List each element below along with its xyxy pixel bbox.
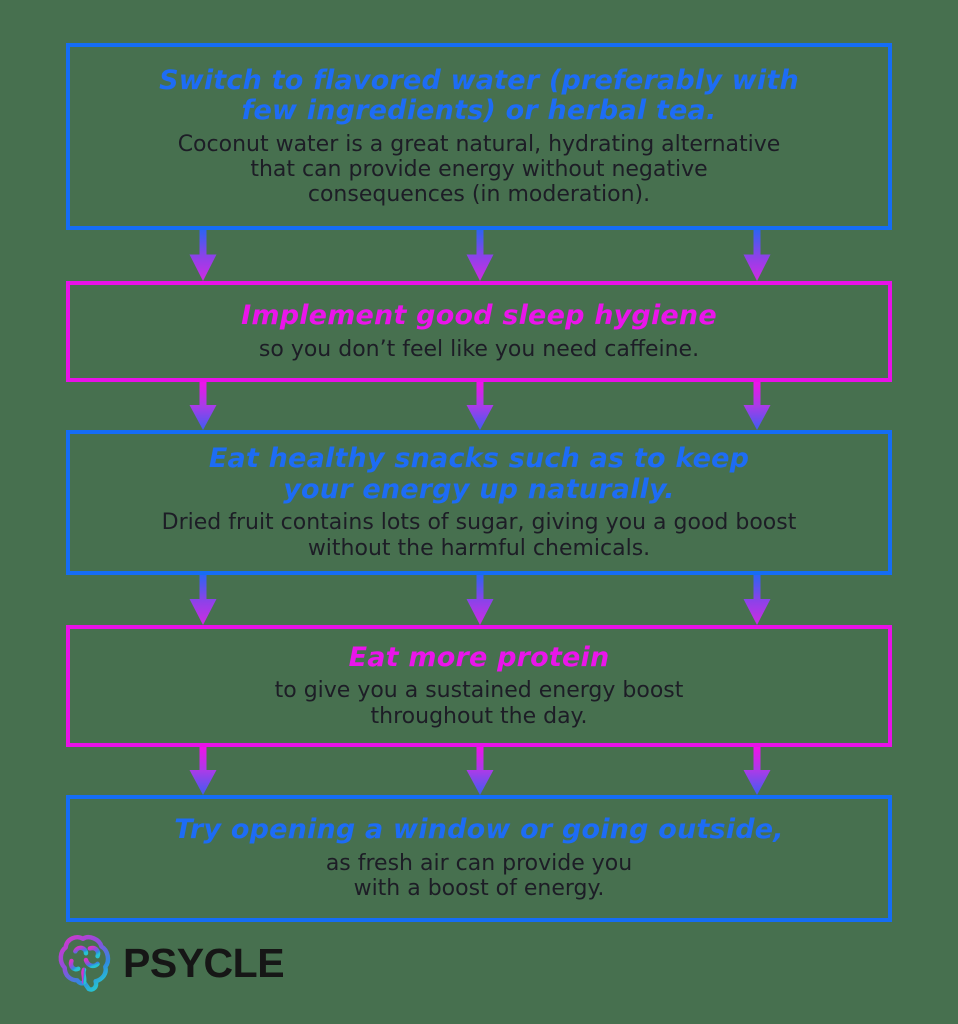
step-4-body: to give you a sustained energy boost thr… (274, 678, 684, 729)
logo-text: PSYCLE (123, 939, 285, 986)
down-arrow-icon (465, 230, 495, 281)
step-2-heading: Implement good sleep hygiene (241, 300, 717, 332)
down-arrow-icon (188, 230, 218, 281)
down-arrow-icon (188, 747, 218, 795)
step-4-heading: Eat more protein (348, 641, 610, 673)
arrow-row-3 (66, 575, 892, 625)
step-box-1: Switch to flavored water (preferably wit… (66, 43, 892, 230)
step-1-heading: Switch to flavored water (preferably wit… (159, 64, 799, 127)
step-2-body: so you don’t feel like you need caffeine… (258, 336, 700, 362)
step-box-3: Eat healthy snacks such as to keep your … (66, 430, 892, 575)
psycle-logo: PSYCLE (56, 932, 285, 994)
down-arrow-icon (742, 747, 772, 795)
down-arrow-icon (188, 382, 218, 430)
step-3-body: Dried fruit contains lots of sugar, givi… (161, 510, 797, 561)
down-arrow-icon (742, 230, 772, 281)
brain-gradient-icon (56, 932, 114, 994)
down-arrow-icon (465, 382, 495, 430)
down-arrow-icon (188, 575, 218, 625)
step-box-4: Eat more protein to give you a sustained… (66, 625, 892, 747)
down-arrow-icon (465, 747, 495, 795)
arrow-row-2 (66, 382, 892, 430)
step-3-heading: Eat healthy snacks such as to keep your … (208, 443, 750, 505)
step-box-5: Try opening a window or going outside, a… (66, 795, 892, 922)
arrow-row-1 (66, 230, 892, 281)
down-arrow-icon (742, 575, 772, 625)
down-arrow-icon (742, 382, 772, 430)
arrow-row-4 (66, 747, 892, 795)
step-5-body: as fresh air can provide you with a boos… (325, 850, 633, 902)
step-1-body: Coconut water is a great natural, hydrat… (177, 131, 781, 208)
step-5-heading: Try opening a window or going outside, (174, 814, 784, 846)
step-box-2: Implement good sleep hygiene so you don’… (66, 281, 892, 382)
down-arrow-icon (465, 575, 495, 625)
